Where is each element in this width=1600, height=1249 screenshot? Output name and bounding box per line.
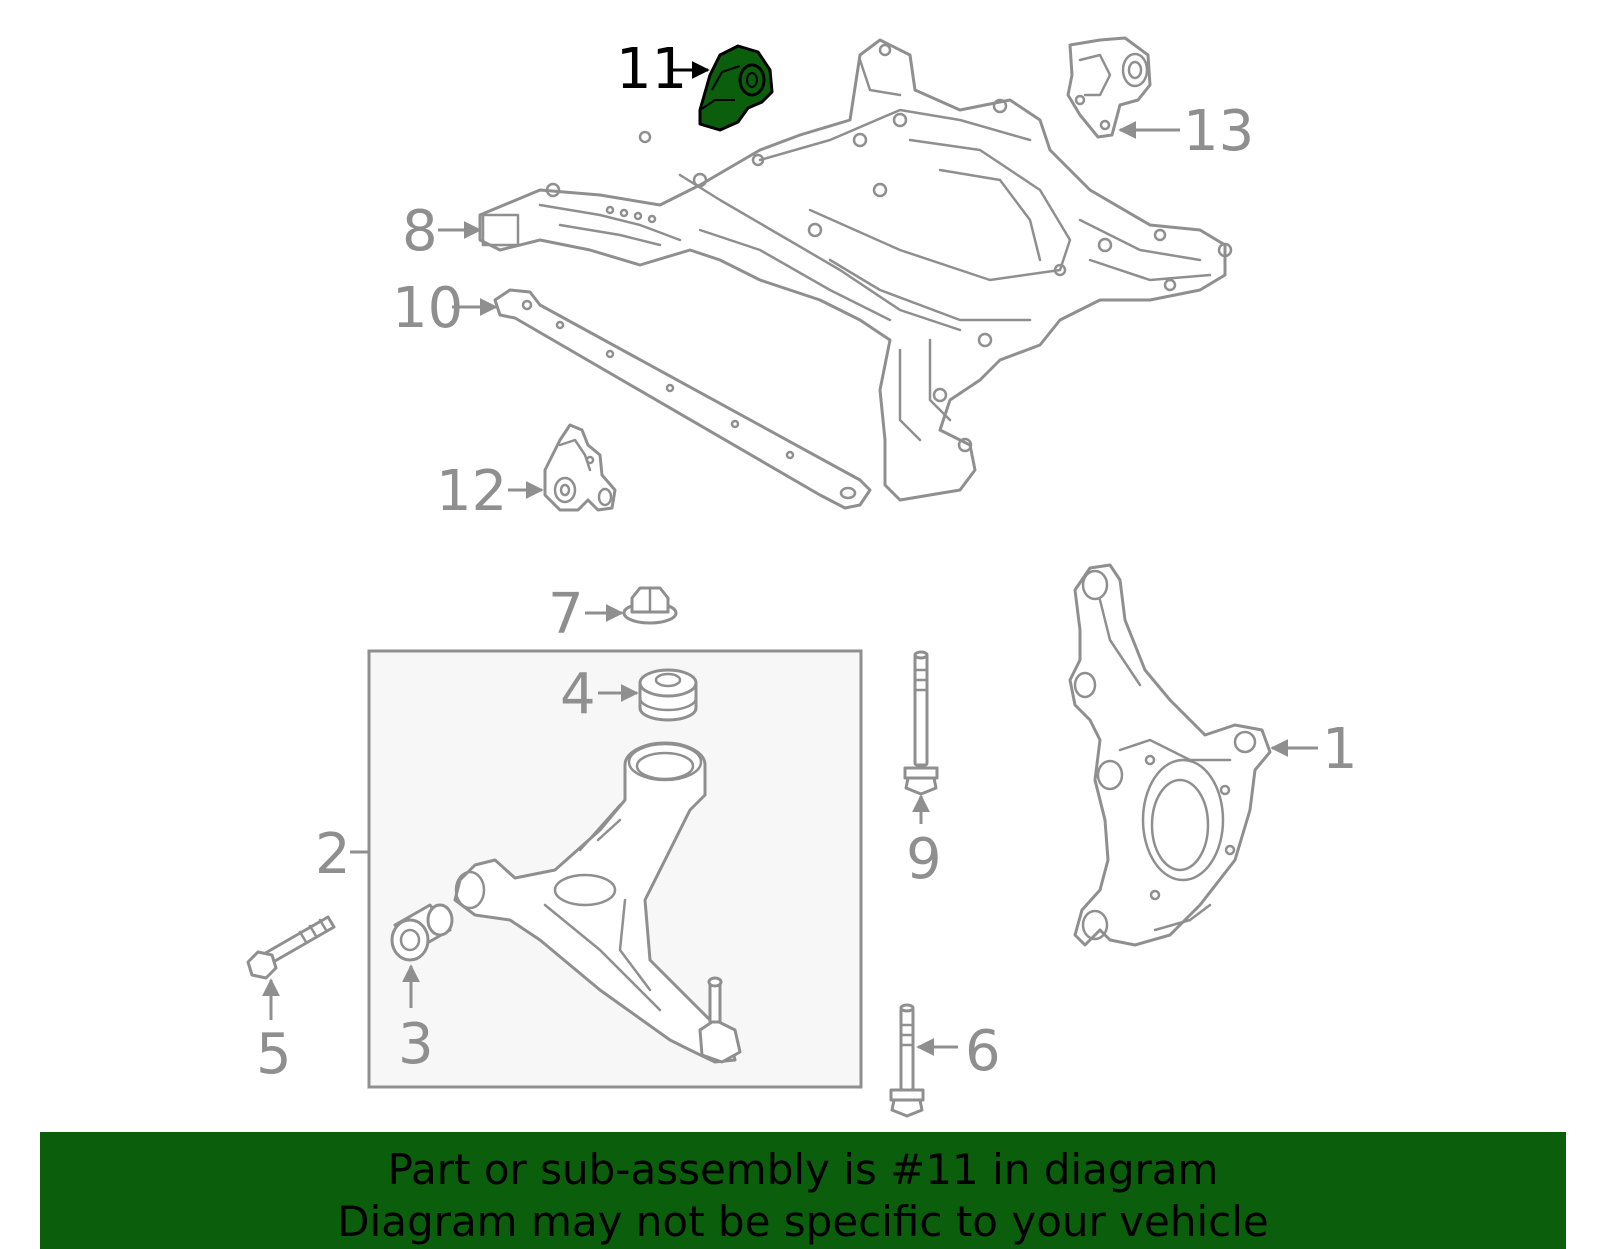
callout-12: 12 — [436, 459, 507, 524]
mount-part-12[interactable] — [543, 423, 617, 512]
callout-3: 3 — [398, 1012, 434, 1077]
highlighted-mount-part-11[interactable] — [698, 44, 774, 132]
control-arm-part-2[interactable] — [453, 741, 742, 1064]
callout-6: 6 — [965, 1019, 1001, 1084]
callout-8: 8 — [402, 199, 438, 264]
callout-labels: 11 13 8 10 12 7 4 2 3 5 9 6 1 — [256, 37, 1358, 1087]
callout-5: 5 — [256, 1022, 292, 1087]
callout-10: 10 — [392, 276, 463, 341]
bolt-part-6[interactable] — [889, 1003, 925, 1118]
callout-7: 7 — [548, 582, 584, 647]
callout-2: 2 — [315, 822, 351, 887]
subframe-crossmember[interactable] — [478, 38, 1233, 502]
bushing-part-4[interactable] — [638, 668, 698, 722]
callout-11: 11 — [616, 37, 687, 102]
bolt-part-9[interactable] — [903, 650, 939, 796]
mount-bracket-part-13[interactable] — [1066, 36, 1152, 139]
info-banner: Part or sub-assembly is #11 in diagram D… — [40, 1132, 1566, 1249]
steering-knuckle-part-1[interactable] — [1068, 563, 1272, 947]
reinforcement-bar-part-10[interactable] — [493, 288, 872, 510]
callout-9: 9 — [906, 827, 942, 892]
banner-line-2: Diagram may not be specific to your vehi… — [337, 1197, 1269, 1246]
nut-part-7[interactable] — [622, 586, 678, 625]
callout-4: 4 — [560, 662, 596, 727]
banner-line-1: Part or sub-assembly is #11 in diagram — [387, 1145, 1219, 1194]
bolt-part-5[interactable] — [246, 915, 336, 980]
callout-13: 13 — [1183, 99, 1254, 164]
bushing-part-3[interactable] — [390, 903, 454, 962]
callout-1: 1 — [1322, 717, 1358, 782]
leader-lines — [262, 61, 1318, 1056]
